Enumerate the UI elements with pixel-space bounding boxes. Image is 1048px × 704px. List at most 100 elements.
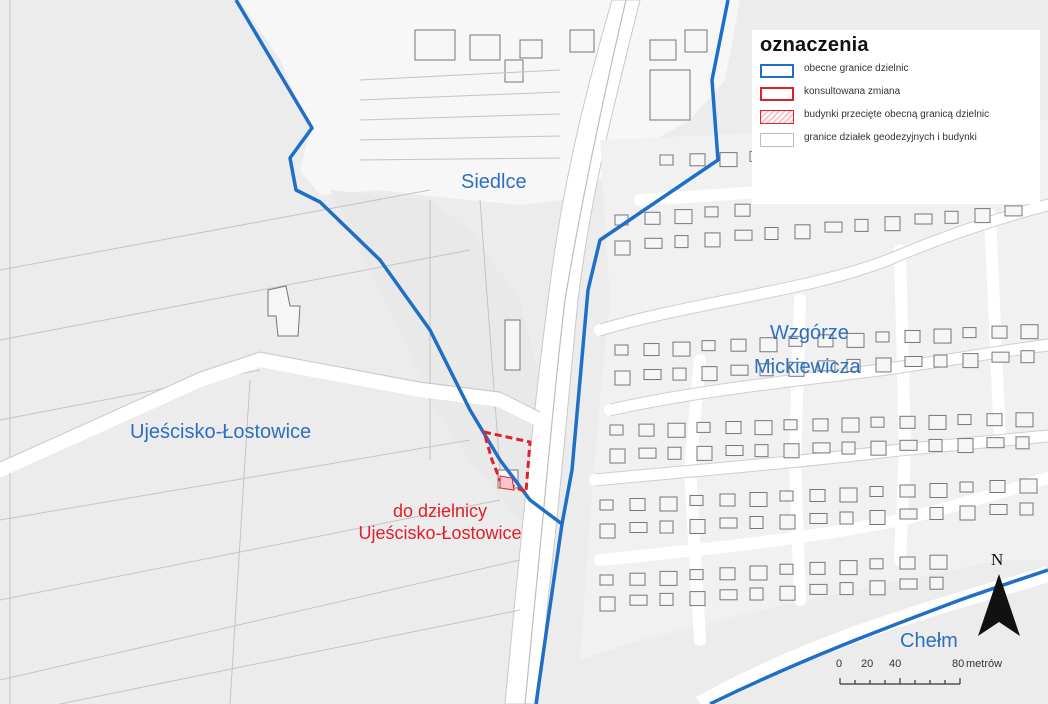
- house-footprint: [875, 357, 892, 373]
- house-footprint: [899, 578, 918, 590]
- house-footprint: [869, 580, 886, 596]
- house-footprint: [841, 441, 856, 455]
- house-footprint: [929, 483, 948, 498]
- house-footprint: [609, 424, 624, 436]
- house-footprint: [1015, 412, 1034, 428]
- house-footprint: [659, 570, 678, 586]
- house-footprint: [674, 209, 693, 225]
- west-local-road: [0, 352, 547, 477]
- house-footprint: [1015, 436, 1030, 450]
- house-footprint: [788, 361, 805, 377]
- house-footprint: [674, 235, 689, 249]
- house-footprint: [962, 353, 979, 369]
- house-footprint: [696, 421, 711, 433]
- district-label-chelm: Chełm: [900, 630, 958, 652]
- house-footprint: [959, 481, 974, 493]
- house-footprint: [599, 523, 616, 539]
- house-footprint: [839, 511, 854, 525]
- house-footprint: [629, 522, 648, 533]
- house-footprint: [659, 496, 678, 512]
- house-footprint: [779, 514, 796, 530]
- house-footprint: [701, 366, 718, 382]
- house-footprint: [839, 560, 858, 576]
- house-footprint: [928, 438, 943, 452]
- house-footprint: [689, 153, 706, 167]
- house-footprint: [914, 213, 933, 225]
- house-footprint: [638, 423, 655, 437]
- legend-item-parcels: granice działek geodezyjnych i budynki: [760, 132, 1032, 147]
- house-footprint: [734, 203, 751, 217]
- house-footprint: [846, 358, 861, 372]
- house-footprint: [667, 422, 686, 438]
- house-footprint: [754, 420, 773, 436]
- house-footprint: [672, 367, 687, 381]
- house-footprint: [959, 505, 976, 521]
- siedlce-buildings: [414, 29, 708, 489]
- house-footprint: [824, 221, 843, 233]
- house-footprint: [875, 331, 890, 343]
- house-footprint: [719, 493, 736, 507]
- house-footprint: [696, 445, 713, 461]
- house-footprint: [779, 563, 794, 575]
- house-footprint: [904, 356, 923, 367]
- house-footprint: [809, 489, 826, 502]
- house-footprint: [749, 565, 768, 581]
- scale-tick-40: 40: [889, 658, 902, 670]
- house-footprint: [644, 237, 663, 249]
- house-footprint: [638, 447, 657, 459]
- house-footprint: [719, 567, 736, 581]
- house-footprint: [957, 414, 972, 426]
- district-boundaries: [234, 0, 1048, 704]
- house-footprint: [899, 439, 918, 451]
- house-footprint: [957, 438, 974, 454]
- house-footprint: [719, 517, 738, 529]
- house-footprint: [1019, 478, 1038, 494]
- house-footprint: [644, 211, 661, 225]
- house-footprint: [846, 332, 865, 348]
- house-footprint: [689, 519, 706, 534]
- house-footprint: [817, 360, 836, 372]
- house-footprint: [986, 437, 1005, 449]
- legend-swatch-blue: [760, 64, 794, 78]
- legend-swatch-red: [760, 87, 794, 101]
- building-footprints: [599, 150, 1039, 612]
- house-footprint: [899, 484, 916, 498]
- district-label-wzgorze-line2: Mickiewicza: [754, 356, 861, 378]
- house-footprint: [667, 446, 682, 460]
- house-footprint: [659, 154, 674, 166]
- house-footprint: [689, 495, 704, 506]
- house-footprint: [779, 490, 794, 502]
- house-footprint: [794, 224, 811, 240]
- change-label-line2: Ujeścisko-Łostowice: [358, 523, 522, 543]
- house-footprint: [599, 574, 614, 586]
- main-road: [504, 0, 641, 704]
- house-footprint: [759, 363, 774, 377]
- house-footprint: [899, 415, 916, 429]
- change-label-line1: do dzielnicy: [392, 501, 488, 521]
- house-footprint: [614, 240, 631, 256]
- north-arrow-icon: [978, 574, 1020, 636]
- house-footprint: [928, 414, 947, 430]
- district-label-wzgorze-line1: Wzgórze: [770, 322, 849, 344]
- house-footprint: [809, 583, 828, 595]
- legend-label: budynki przecięte obecną granicą dzielni…: [804, 109, 990, 120]
- legend-label: granice działek geodezyjnych i budynki: [804, 132, 977, 143]
- house-footprint: [643, 369, 662, 381]
- house-footprint: [629, 572, 646, 586]
- house-footprint: [962, 327, 977, 339]
- house-footprint: [991, 325, 1008, 339]
- boundary-east: [560, 0, 730, 525]
- house-footprint: [730, 338, 747, 352]
- house-footprint: [904, 330, 921, 343]
- house-footprint: [779, 585, 796, 601]
- scale-tick-20: 20: [861, 658, 874, 670]
- legend-swatch-grey: [760, 133, 794, 147]
- house-footprint: [989, 504, 1008, 515]
- siedlce-parking: [359, 69, 561, 161]
- house-footprint: [609, 448, 626, 464]
- house-footprint: [870, 440, 887, 456]
- legend-item-proposed-change: konsultowana zmiana: [760, 86, 1032, 101]
- house-footprint: [869, 510, 886, 525]
- house-footprint: [754, 444, 769, 458]
